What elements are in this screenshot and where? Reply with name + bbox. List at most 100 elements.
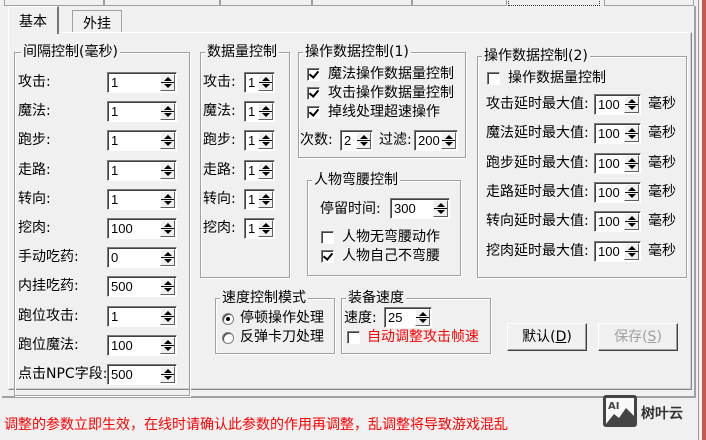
equip-speed-title: 装备速度 (346, 290, 406, 306)
interval-spin-buttons[interactable] (160, 366, 175, 383)
interval-spin-buttons[interactable] (160, 103, 175, 121)
bounce-mode-label: 反弹卡刀处理 (240, 329, 324, 345)
default-button[interactable]: 默认(D) (507, 323, 587, 351)
delay-max-spin-buttons[interactable] (624, 213, 639, 231)
count-spin-buttons[interactable] (356, 132, 371, 149)
outer-tab-6-selected[interactable] (508, 0, 600, 6)
magic-op-data-checkbox[interactable] (307, 68, 320, 81)
interval-spinner[interactable]: 0 (107, 247, 177, 269)
delay-max-spinner[interactable]: 100 (594, 240, 641, 262)
delay-max-spin-buttons[interactable] (624, 183, 639, 201)
self-no-bend-label: 人物自己不弯腰 (342, 248, 440, 264)
data-amount-spin-buttons[interactable] (258, 103, 273, 121)
delay-unit-label: 毫秒 (648, 96, 676, 112)
interval-spinner[interactable]: 1 (107, 101, 177, 123)
data-amount-spin-buttons[interactable] (258, 74, 273, 91)
pause-mode-radio[interactable] (222, 313, 234, 325)
count-spinner[interactable]: 2 (340, 130, 373, 151)
interval-label: 点击NPC字段: (18, 366, 108, 382)
delay-max-spin-buttons[interactable] (624, 125, 639, 143)
interval-spinner[interactable]: 1 (107, 130, 177, 152)
interval-spinner[interactable]: 100 (107, 218, 177, 239)
interval-spinner[interactable]: 1 (107, 159, 177, 181)
interval-value: 1 (111, 75, 119, 90)
interval-label: 攻击: (18, 74, 51, 90)
outer-tab-3[interactable] (220, 0, 312, 6)
interval-control-group: 间隔控制(毫秒) (14, 44, 190, 396)
magic-op-data-label: 魔法操作数据量控制 (328, 66, 454, 82)
save-button-hotkey: S (647, 329, 657, 345)
filter-spinner[interactable]: 200 (414, 130, 458, 151)
interval-spinner[interactable]: 1 (107, 188, 177, 210)
data-amount-spinner[interactable]: 1 (244, 101, 275, 123)
filter-spin-buttons[interactable] (441, 132, 456, 149)
equip-speed-value: 25 (388, 310, 403, 325)
self-no-bend-checkbox[interactable] (321, 250, 334, 263)
interval-spin-buttons[interactable] (160, 190, 175, 208)
stay-time-spin-buttons[interactable] (433, 200, 448, 217)
data-amount-spinner[interactable]: 1 (244, 218, 275, 239)
delay-max-spinner[interactable]: 100 (594, 94, 641, 115)
interval-spinner[interactable]: 1 (107, 72, 177, 93)
stay-time-spinner[interactable]: 300 (390, 198, 450, 219)
interval-spin-buttons[interactable] (160, 220, 175, 237)
bounce-mode-radio[interactable] (222, 332, 234, 344)
interval-spinner[interactable]: 500 (107, 276, 177, 298)
disconnect-overspeed-label: 掉线处理超速操作 (328, 104, 440, 120)
interval-spin-buttons[interactable] (160, 336, 175, 354)
speed-label: 速度: (344, 310, 377, 326)
data-amount-spin-buttons[interactable] (258, 220, 273, 237)
outer-tab-7[interactable] (604, 0, 694, 6)
interval-spin-buttons[interactable] (160, 249, 175, 267)
interval-spin-buttons[interactable] (160, 161, 175, 179)
interval-spinner[interactable]: 100 (107, 334, 177, 356)
outer-tab-5[interactable] (412, 0, 507, 6)
interval-value: 1 (111, 104, 119, 120)
data-amount-spin-buttons[interactable] (258, 132, 273, 150)
default-button-close: ) (566, 329, 572, 345)
window-edge (698, 0, 702, 440)
delay-unit-label: 毫秒 (648, 154, 676, 171)
filter-value: 200 (418, 133, 440, 148)
data-amount-spinner[interactable]: 1 (244, 130, 275, 152)
equip-speed-spinner[interactable]: 25 (384, 307, 432, 328)
disconnect-overspeed-checkbox[interactable] (307, 106, 320, 119)
delay-max-spinner[interactable]: 100 (594, 181, 641, 203)
ai-logo-icon: AI (603, 395, 637, 427)
op-data-amount-checkbox[interactable] (487, 72, 500, 85)
delay-max-spin-buttons[interactable] (624, 154, 639, 172)
interval-spinner[interactable]: 500 (107, 364, 177, 385)
data-amount-label: 走路: (203, 161, 236, 178)
outer-tab-4[interactable] (312, 0, 412, 6)
delay-max-spinner[interactable]: 100 (594, 152, 641, 174)
delay-max-spinner[interactable]: 100 (594, 211, 641, 233)
outer-tab-2[interactable] (104, 0, 220, 6)
interval-spin-buttons[interactable] (160, 307, 175, 325)
delay-max-value: 100 (598, 214, 620, 230)
auto-adjust-checkbox[interactable] (347, 331, 360, 344)
tab-basic[interactable]: 基本 (8, 6, 59, 34)
attack-op-data-checkbox[interactable] (307, 87, 320, 100)
delay-max-spinner[interactable]: 100 (594, 123, 641, 145)
interval-label: 内挂吃药: (18, 278, 79, 295)
interval-spinner[interactable]: 1 (107, 305, 177, 327)
equip-speed-spin-buttons[interactable] (415, 309, 430, 326)
data-amount-spinner[interactable]: 1 (244, 188, 275, 210)
data-amount-spinner[interactable]: 1 (244, 72, 275, 93)
save-button[interactable]: 保存(S) (598, 323, 678, 351)
interval-spin-buttons[interactable] (160, 74, 175, 91)
interval-spin-buttons[interactable] (160, 278, 175, 296)
delay-max-value: 100 (598, 184, 620, 200)
no-bend-checkbox[interactable] (321, 231, 334, 244)
data-amount-spin-buttons[interactable] (258, 190, 273, 208)
outer-tab-1[interactable] (4, 0, 104, 6)
delay-max-spin-buttons[interactable] (624, 96, 639, 113)
tab-plugin[interactable]: 外挂 (72, 10, 122, 32)
delay-max-spin-buttons[interactable] (624, 242, 639, 260)
data-amount-spinner[interactable]: 1 (244, 159, 275, 181)
interval-label: 走路: (18, 161, 51, 178)
interval-spin-buttons[interactable] (160, 132, 175, 150)
svg-text:AI: AI (608, 401, 619, 412)
data-amount-spin-buttons[interactable] (258, 161, 273, 179)
equip-speed-group: 装备速度 (341, 290, 491, 354)
